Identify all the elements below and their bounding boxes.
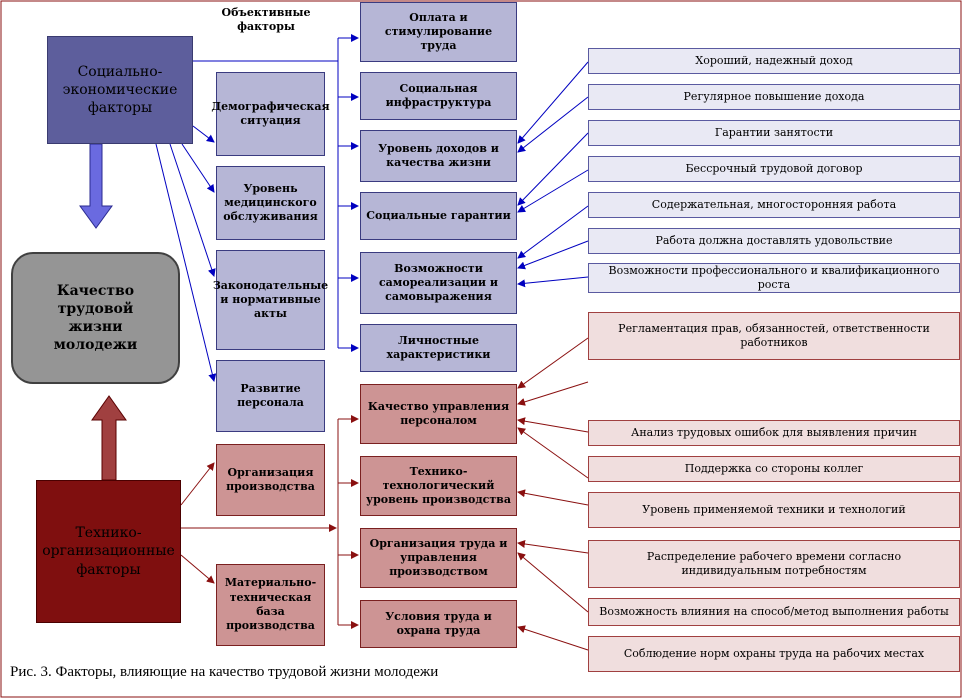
quality-of-work-life-box: Качество трудовой жизни молодежи bbox=[11, 252, 180, 384]
safety-norms-item: Соблюдение норм охраны труда на рабочих … bbox=[588, 636, 960, 672]
error-analysis-item: Анализ трудовых ошибок для выявления при… bbox=[588, 420, 960, 446]
social-guarantees-box: Социальные гарантии bbox=[360, 192, 517, 240]
enjoyable-work-item: Работа должна доставлять удовольствие bbox=[588, 228, 960, 254]
up-arrow-shape bbox=[91, 395, 127, 481]
technical-technological-level-box: Технико-технологический уровень производ… bbox=[360, 456, 517, 516]
regular-income-increase-item: Регулярное повышение дохода bbox=[588, 84, 960, 110]
production-organization-box: Организация производства bbox=[216, 444, 325, 516]
labor-organization-box: Организация труда и управления производс… bbox=[360, 528, 517, 588]
personnel-management-quality-box: Качество управления персоналом bbox=[360, 384, 517, 444]
professional-growth-item: Возможности профессионального и квалифик… bbox=[588, 263, 960, 293]
personal-characteristics-box: Личностные характеристики bbox=[360, 324, 517, 372]
working-conditions-box: Условия труда и охрана труда bbox=[360, 600, 517, 648]
socio-economic-factors-box: Социально-экономические факторы bbox=[47, 36, 193, 144]
influence-on-method-item: Возможность влияния на способ/метод выпо… bbox=[588, 598, 960, 626]
legislative-acts-box: Законодательные и нормативные акты bbox=[213, 250, 328, 350]
technology-level-item: Уровень применяемой техники и технологий bbox=[588, 492, 960, 528]
personnel-development-box: Развитие персонала bbox=[216, 360, 325, 432]
permanent-contract-item: Бессрочный трудовой договор bbox=[588, 156, 960, 182]
pay-and-incentives-box: Оплата и стимулирование труда bbox=[360, 2, 517, 62]
meaningful-work-item: Содержательная, многосторонняя работа bbox=[588, 192, 960, 218]
objective-factors-label: Объективные факторы bbox=[221, 6, 311, 34]
self-realization-box: Возможности самореализации и самовыражен… bbox=[360, 252, 517, 314]
employment-guarantees-item: Гарантии занятости bbox=[588, 120, 960, 146]
social-infrastructure-box: Социальная инфраструктура bbox=[360, 72, 517, 120]
medical-service-box: Уровень медицинского обслуживания bbox=[216, 166, 325, 240]
work-time-distribution-item: Распределение рабочего времени согласно … bbox=[588, 540, 960, 588]
technical-organizational-factors-box: Технико-организационные факторы bbox=[36, 480, 181, 623]
income-and-quality-of-life-box: Уровень доходов и качества жизни bbox=[360, 130, 517, 182]
demographic-situation-box: Демографическая ситуация bbox=[211, 72, 330, 156]
material-technical-base-box: Материально-техническая база производств… bbox=[216, 564, 325, 646]
down-arrow-shape bbox=[79, 143, 113, 229]
figure-caption: Рис. 3. Факторы, влияющие на качество тр… bbox=[10, 664, 439, 680]
reliable-income-item: Хороший, надежный доход bbox=[588, 48, 960, 74]
colleague-support-item: Поддержка со стороны коллег bbox=[588, 456, 960, 482]
rights-regulation-item: Регламентация прав, обязанностей, ответс… bbox=[588, 312, 960, 360]
